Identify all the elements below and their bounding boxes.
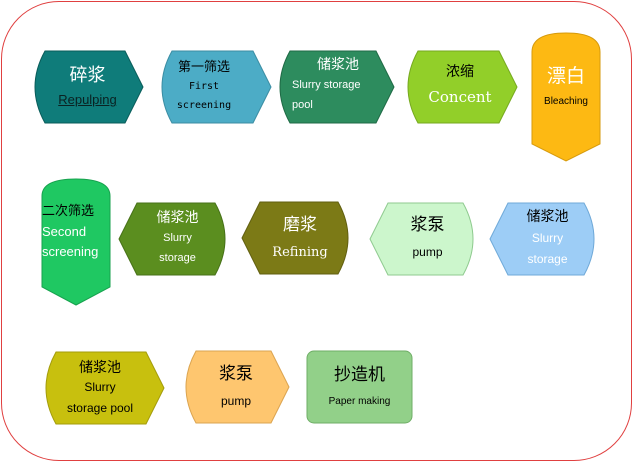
shape-concent bbox=[407, 50, 518, 124]
shape-pump-2 bbox=[185, 350, 290, 424]
shape-slurry-storage-3 bbox=[489, 202, 595, 276]
shape-first-screening bbox=[161, 50, 272, 124]
shape-slurry-storage-pool-1 bbox=[279, 50, 395, 124]
shape-slurry-storage-2 bbox=[118, 202, 226, 276]
shape-refining bbox=[241, 201, 349, 275]
shape-pump-1 bbox=[369, 202, 474, 276]
shape-paper-making bbox=[306, 350, 413, 424]
shape-slurry-storage-pool-2 bbox=[45, 351, 165, 425]
shape-second-screening bbox=[41, 178, 111, 306]
shape-bleaching bbox=[531, 32, 601, 162]
shape-repulping bbox=[34, 50, 144, 124]
